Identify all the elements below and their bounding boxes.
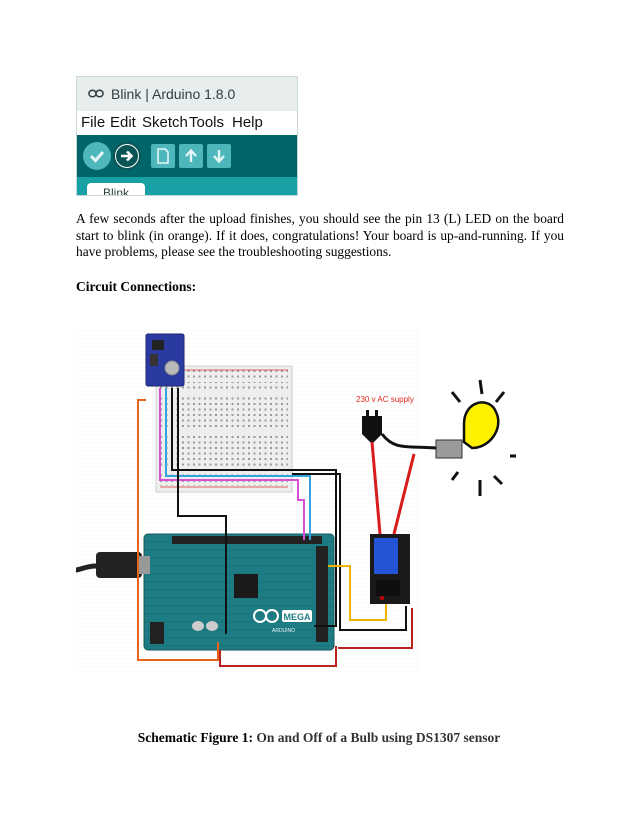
upload-button[interactable] <box>113 142 141 170</box>
ide-window-title: Blink | Arduino 1.8.0 <box>111 86 236 102</box>
paragraph-text: A few seconds after the upload finishes,… <box>76 211 564 259</box>
arduino-logo-icon <box>88 89 104 98</box>
circuit-diagram: MEGA ARDUINO 230 v AC supply <box>76 330 516 674</box>
troubleshooting-link[interactable]: troubleshooting suggestions. <box>238 244 392 259</box>
verify-button[interactable] <box>83 142 111 170</box>
arduino-board-name: ARDUINO <box>272 628 295 634</box>
caption-label: Schematic Figure 1: <box>137 730 254 745</box>
ds1307-rtc-module <box>145 333 185 387</box>
arduino-mega-board: MEGA ARDUINO <box>143 533 335 651</box>
ide-tabstrip: Blink <box>77 177 297 195</box>
menu-help[interactable]: Help <box>232 114 263 131</box>
arrow-right-icon <box>116 145 138 167</box>
usb-cable <box>76 552 150 578</box>
supply-label: 230 v AC supply <box>356 395 414 404</box>
wires <box>137 388 437 667</box>
caption-text: On and Off of a Bulb using DS1307 sensor <box>256 730 501 745</box>
menu-file[interactable]: File <box>81 114 106 131</box>
open-button[interactable] <box>179 144 203 168</box>
menu-edit[interactable]: Edit <box>110 114 136 131</box>
save-button[interactable] <box>207 144 231 168</box>
arduino-ide-screenshot: Blink | Arduino 1.8.0 File Edit Sketch T… <box>76 76 298 196</box>
ide-toolbar <box>77 135 297 177</box>
checkmark-icon <box>89 151 105 163</box>
relay-module <box>370 534 410 604</box>
menu-sketch[interactable]: Sketch <box>142 114 188 131</box>
figure-caption: Schematic Figure 1: On and Off of a Bulb… <box>0 730 638 746</box>
ac-plug <box>362 410 382 444</box>
new-button[interactable] <box>151 144 175 168</box>
ide-titlebar: Blink | Arduino 1.8.0 <box>77 77 297 111</box>
ide-menubar: File Edit Sketch Tools Help <box>77 111 297 135</box>
menu-tools[interactable]: Tools <box>189 114 225 131</box>
new-file-icon <box>157 148 169 164</box>
arrow-down-icon <box>213 150 225 164</box>
tab-blink[interactable]: Blink <box>87 183 145 195</box>
mega-logo-text: MEGA <box>284 612 312 622</box>
arrow-up-icon <box>185 148 197 162</box>
upload-instructions-paragraph: A few seconds after the upload finishes,… <box>76 211 564 261</box>
light-bulb-icon <box>435 379 516 496</box>
circuit-connections-heading: Circuit Connections: <box>76 279 197 294</box>
